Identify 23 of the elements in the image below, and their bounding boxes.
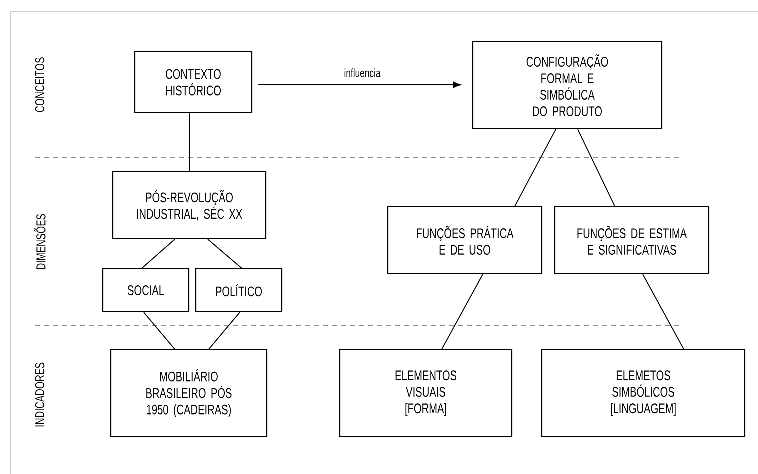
text-box: FUNÇÕES PRÁTICA E DE USO (387, 206, 543, 275)
text-box: CONTEXTO HISTÓRICO (134, 51, 253, 114)
connector (144, 312, 176, 350)
connector (208, 312, 240, 350)
connector (514, 129, 556, 207)
text-box: FUNÇÕES DE ESTIMA E SIGNIFICATIVAS (554, 206, 710, 275)
connector (442, 274, 484, 350)
text-box: CONFIGURAÇÃO FORMAL E SIMBÓLICA DO PRODUTO (472, 41, 663, 130)
row-label: INDICADORES (35, 362, 45, 427)
connector (142, 239, 176, 269)
text-box: SOCIAL (102, 268, 190, 313)
edge-label: influencia (343, 68, 382, 78)
text-box: ELEMENTOS VISUAIS [FORMA] (339, 349, 513, 438)
connector (258, 82, 461, 88)
text-box: PÓS-REVOLUÇÃO INDUSTRIAL, SÉC XX (112, 171, 267, 240)
text-box: MOBILIÁRIO BRASILEIRO PÓS 1950 (CADEIRAS) (110, 349, 268, 438)
text-box: ELEMETOS SIMBÓLICOS [LINGUAGEM] (541, 349, 746, 438)
connector (578, 129, 616, 207)
row-label: CONCEITOS (35, 58, 45, 112)
connector (208, 239, 242, 269)
row-label: DIMENSÕES (34, 214, 46, 270)
text-box: POLÍTICO (195, 268, 283, 313)
connector (642, 274, 684, 350)
